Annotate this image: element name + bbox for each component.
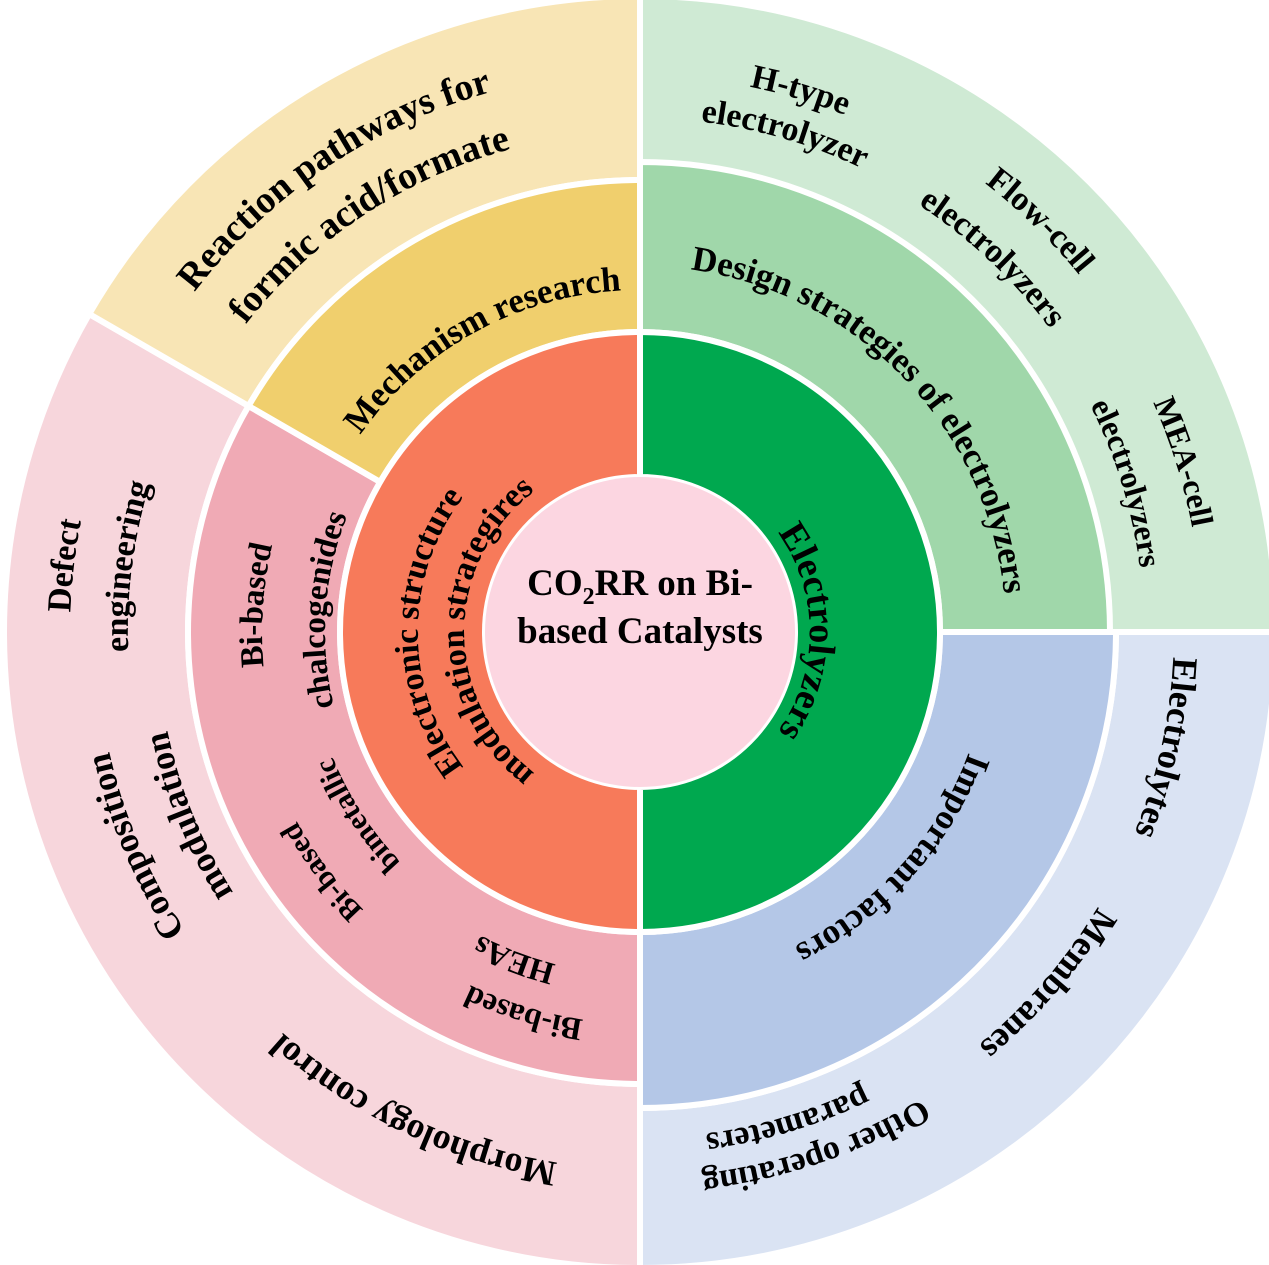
center-circle [485, 477, 795, 787]
center-title-line2: based Catalysts [517, 611, 763, 652]
center-title-line1: CO2RR on Bi- [527, 563, 753, 610]
